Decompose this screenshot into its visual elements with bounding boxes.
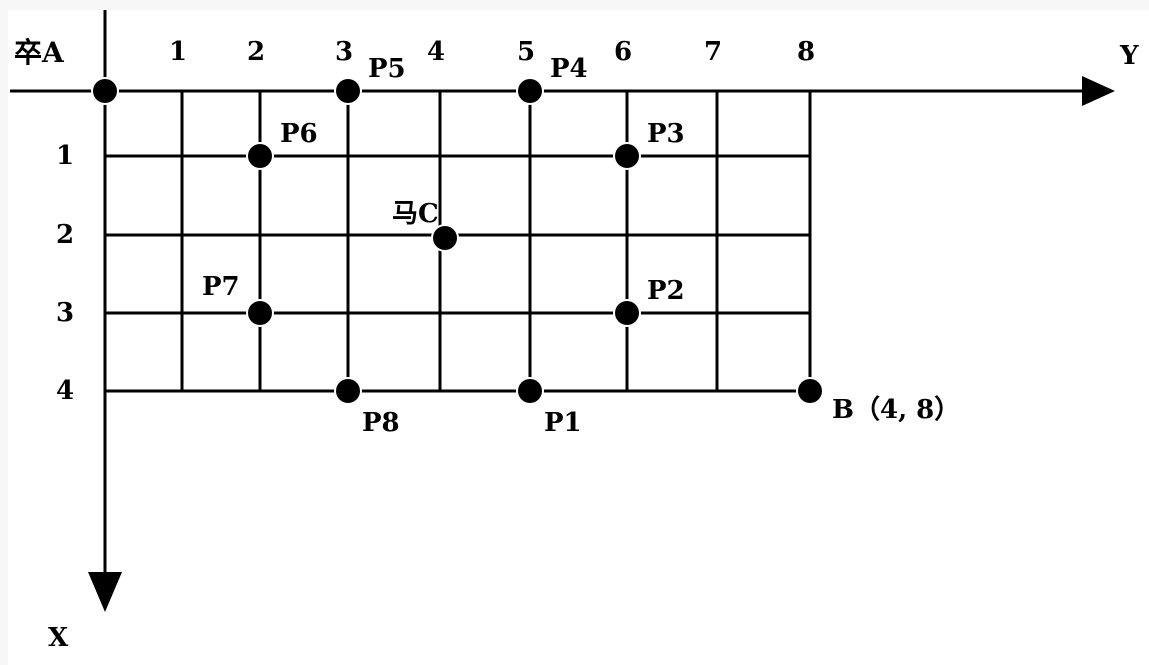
piece-a-label: 卒A bbox=[14, 36, 65, 69]
axis-y-label: Y bbox=[1119, 41, 1139, 71]
point-dot bbox=[336, 79, 360, 103]
piece-b-label: B（4, 8） bbox=[832, 395, 960, 425]
column-label: 8 bbox=[797, 37, 815, 67]
column-label: 7 bbox=[704, 37, 722, 67]
point-dot bbox=[248, 301, 272, 325]
column-label: 3 bbox=[335, 37, 353, 67]
piece-b-dot bbox=[798, 379, 822, 403]
column-label: 2 bbox=[247, 37, 265, 67]
y-axis-arrow-icon bbox=[1082, 76, 1115, 106]
point-label: P2 bbox=[647, 276, 685, 306]
column-label: 4 bbox=[427, 37, 445, 67]
point-dot bbox=[615, 144, 639, 168]
point-dot bbox=[336, 379, 360, 403]
point-label: P1 bbox=[544, 408, 582, 438]
row-label: 1 bbox=[56, 141, 74, 171]
row-label: 4 bbox=[56, 376, 74, 406]
piece-c-label: 马C bbox=[392, 199, 439, 229]
point-label: P3 bbox=[647, 119, 685, 149]
row-label: 3 bbox=[56, 298, 74, 328]
piece-a-dot bbox=[93, 79, 117, 103]
background bbox=[8, 10, 1149, 665]
piece-c-dot bbox=[433, 226, 457, 250]
point-label: P5 bbox=[368, 54, 406, 84]
point-dot bbox=[248, 144, 272, 168]
row-label: 2 bbox=[56, 220, 74, 250]
column-label: 5 bbox=[517, 37, 535, 67]
axis-x-label: X bbox=[48, 623, 69, 653]
point-label: P7 bbox=[202, 272, 240, 302]
point-label: P4 bbox=[550, 54, 588, 84]
column-label: 1 bbox=[169, 37, 187, 67]
x-axis-arrow-icon bbox=[88, 572, 122, 612]
point-dot bbox=[518, 379, 542, 403]
column-label: 6 bbox=[614, 37, 632, 67]
point-dot bbox=[615, 301, 639, 325]
point-dot bbox=[518, 79, 542, 103]
point-label: P6 bbox=[280, 119, 318, 149]
point-label: P8 bbox=[362, 408, 400, 438]
